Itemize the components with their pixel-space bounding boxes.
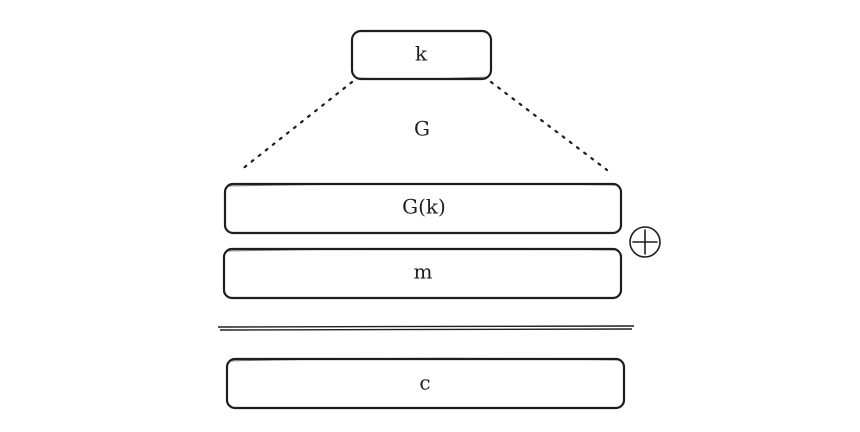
message-box: m <box>222 247 623 300</box>
result-divider <box>217 325 635 331</box>
generator-label: G <box>414 117 430 141</box>
xor-circle-plus-icon <box>629 226 661 258</box>
ciphertext-box: c <box>225 357 626 410</box>
key-label: k <box>415 42 428 66</box>
expansion-line-left <box>239 80 354 172</box>
keystream-label: G(k) <box>402 195 446 219</box>
expansion-line-right <box>489 80 609 172</box>
message-label: m <box>414 260 433 284</box>
key-box: k <box>350 29 493 81</box>
keystream-box: G(k) <box>223 182 623 235</box>
ciphertext-label: c <box>419 371 430 395</box>
